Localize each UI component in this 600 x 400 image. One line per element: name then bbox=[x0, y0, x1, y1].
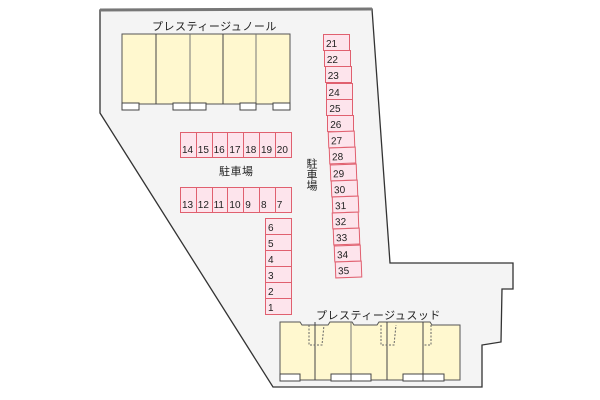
parking-space: 6 bbox=[265, 218, 292, 235]
parking-space: 26 bbox=[327, 115, 355, 132]
parking-space-number: 26 bbox=[330, 120, 342, 131]
parking-space: 14 bbox=[180, 132, 197, 158]
parking-space: 23 bbox=[324, 66, 352, 84]
parking-space-number: 2 bbox=[268, 287, 274, 298]
parking-space-number: 27 bbox=[330, 136, 343, 148]
parking-label-center: 駐車場 bbox=[219, 165, 254, 178]
parking-space-number: 6 bbox=[268, 223, 274, 234]
parking-space: 13 bbox=[180, 187, 197, 213]
parking-space-number: 17 bbox=[229, 145, 241, 156]
parking-space-number: 3 bbox=[268, 271, 274, 282]
parking-space-number: 1 bbox=[268, 303, 274, 314]
parking-space-number: 34 bbox=[336, 249, 349, 261]
building-south bbox=[279, 321, 461, 382]
parking-space-number: 15 bbox=[197, 145, 209, 156]
parking-space: 1 bbox=[265, 298, 292, 315]
parking-space-number: 8 bbox=[261, 200, 267, 211]
parking-space: 10 bbox=[227, 187, 245, 213]
parking-space: 33 bbox=[332, 227, 361, 246]
parking-space: 34 bbox=[333, 244, 362, 263]
parking-space: 5 bbox=[265, 234, 292, 251]
parking-space-number: 31 bbox=[334, 200, 346, 213]
parking-space-number: 16 bbox=[213, 145, 225, 156]
parking-space-number: 11 bbox=[213, 200, 224, 211]
parking-space-number: 32 bbox=[335, 217, 347, 229]
parking-space: 35 bbox=[334, 260, 363, 279]
parking-space-number: 30 bbox=[333, 184, 346, 197]
building-north bbox=[121, 33, 291, 111]
parking-space: 16 bbox=[211, 132, 229, 158]
parking-space-number: 33 bbox=[336, 233, 348, 245]
parking-space-number: 4 bbox=[268, 255, 274, 266]
building-south-label: プレスティージュスッド bbox=[316, 309, 441, 322]
parking-space-number: 29 bbox=[332, 168, 345, 180]
parking-space: 30 bbox=[330, 179, 358, 198]
parking-space-number: 19 bbox=[261, 145, 273, 156]
building-north-label: プレスティージュノール bbox=[152, 20, 277, 33]
parking-space: 9 bbox=[243, 187, 260, 213]
parking-space-number: 12 bbox=[197, 200, 209, 211]
parking-space-number: 5 bbox=[268, 239, 274, 250]
parking-space-number: 35 bbox=[337, 265, 350, 278]
parking-space-number: 24 bbox=[328, 87, 340, 99]
parking-space-number: 18 bbox=[245, 145, 257, 156]
parking-space: 18 bbox=[243, 132, 260, 158]
parking-space: 8 bbox=[259, 187, 276, 213]
parking-space: 3 bbox=[265, 266, 292, 283]
parking-space-number: 22 bbox=[326, 55, 338, 67]
parking-space: 19 bbox=[259, 132, 276, 158]
parking-space-number: 23 bbox=[327, 71, 339, 83]
parking-space: 20 bbox=[274, 132, 292, 158]
parking-space: 11 bbox=[211, 187, 229, 213]
parking-space: 25 bbox=[326, 98, 354, 116]
parking-space: 2 bbox=[265, 282, 292, 299]
parking-space-number: 10 bbox=[229, 200, 241, 211]
parking-space-number: 20 bbox=[276, 145, 288, 156]
parking-space: 29 bbox=[329, 163, 358, 182]
parking-space-number: 28 bbox=[331, 152, 344, 164]
parking-space: 21 bbox=[323, 34, 350, 51]
parking-space-number: 9 bbox=[245, 200, 251, 211]
parking-space: 7 bbox=[274, 187, 292, 213]
parking-space: 4 bbox=[265, 250, 292, 267]
parking-space: 15 bbox=[195, 132, 213, 158]
parking-space: 12 bbox=[195, 187, 213, 213]
parking-space-number: 25 bbox=[329, 103, 341, 115]
parking-space-number: 21 bbox=[326, 39, 338, 50]
parking-label-side: 駐車場 bbox=[305, 158, 318, 191]
parking-space-number: 7 bbox=[276, 200, 283, 211]
parking-space-number: 13 bbox=[182, 200, 194, 211]
parking-space: 24 bbox=[325, 82, 353, 100]
parking-space: 28 bbox=[328, 146, 357, 165]
parking-space-number: 14 bbox=[182, 145, 194, 156]
parking-space: 22 bbox=[323, 50, 351, 68]
parking-space: 17 bbox=[227, 132, 245, 158]
